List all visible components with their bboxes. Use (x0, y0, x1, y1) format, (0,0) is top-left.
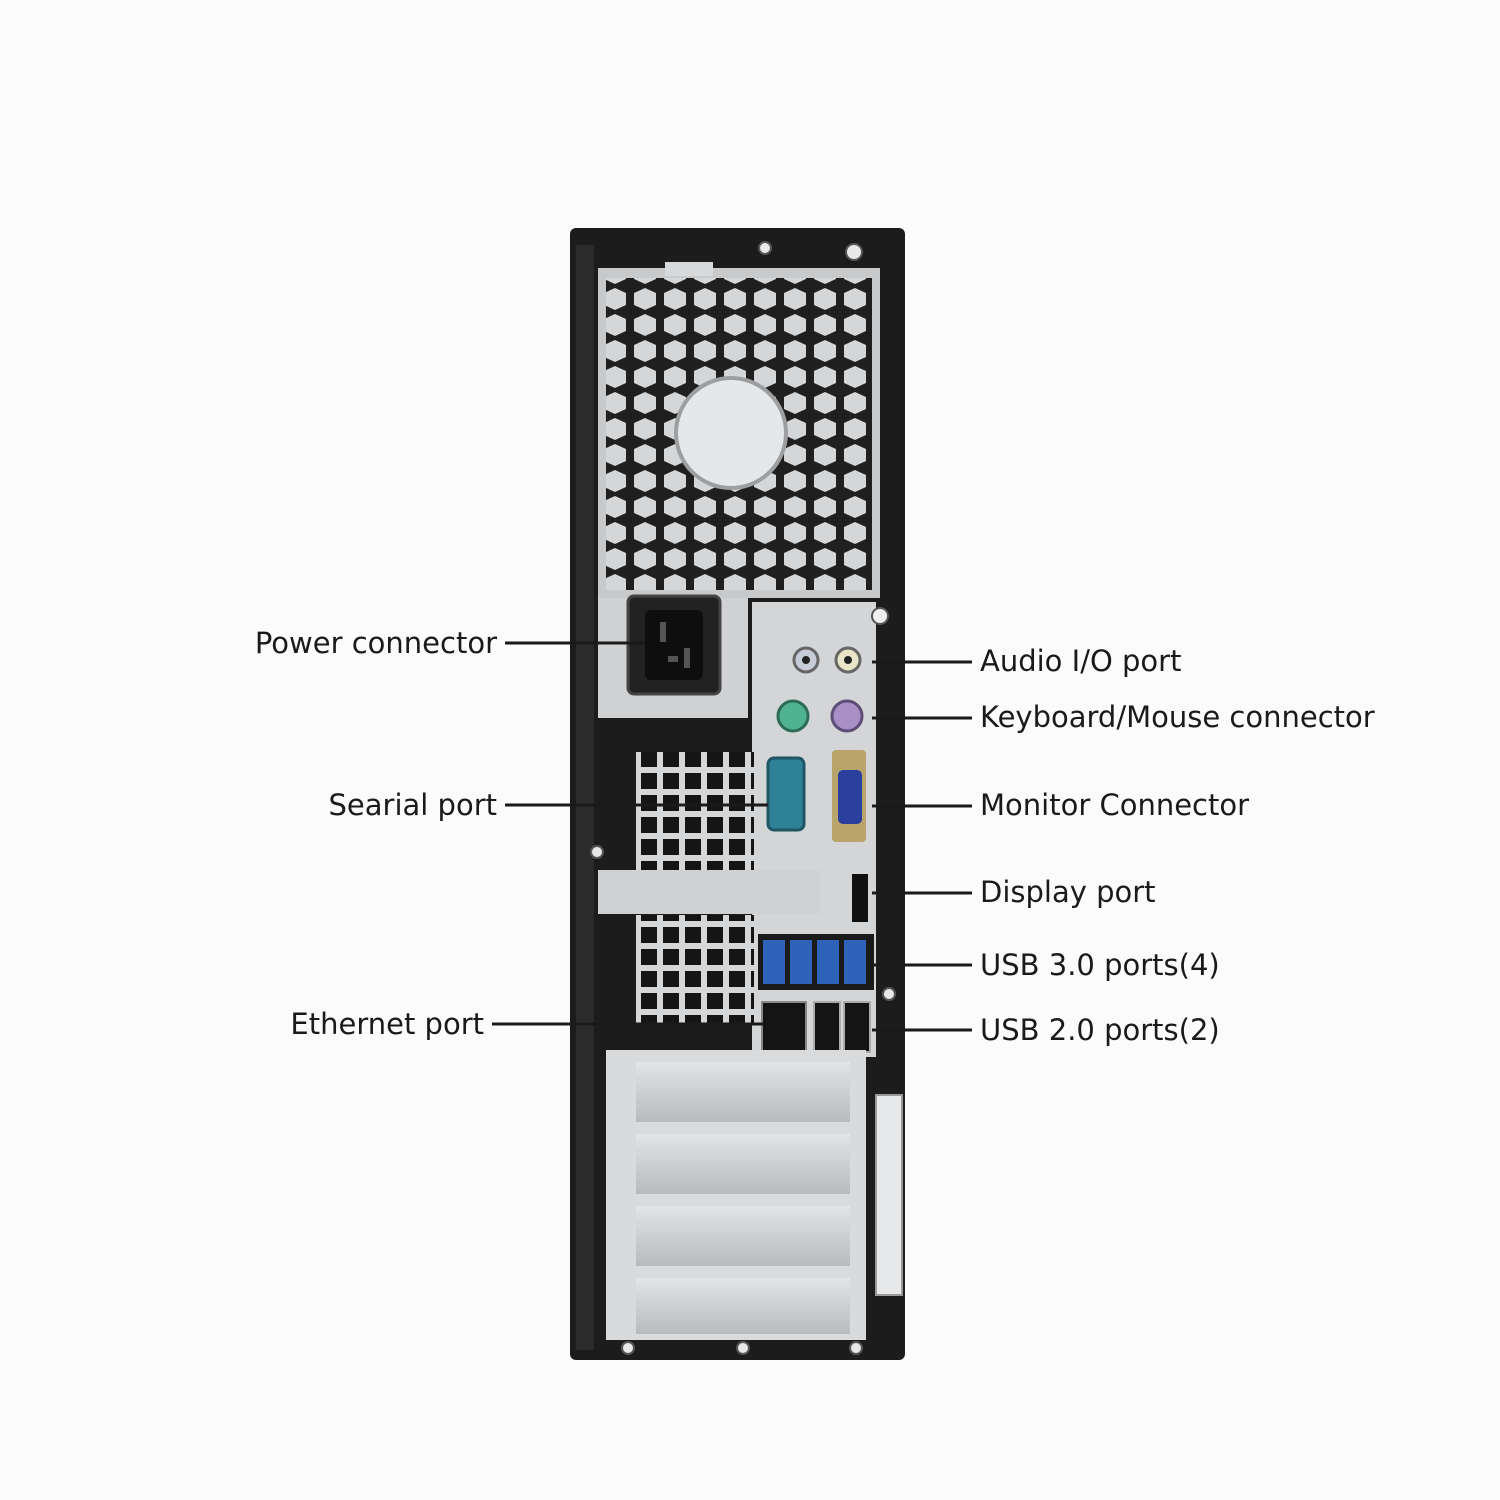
expansion-slot-cover (636, 1278, 850, 1334)
side-latch (875, 1094, 903, 1296)
ps2-mouse-port (830, 699, 864, 733)
power-connector-inner (645, 610, 703, 680)
label-keyboard-mouse: Keyboard/Mouse connector (980, 700, 1375, 734)
label-ethernet-port: Ethernet port (290, 1007, 484, 1041)
expansion-slots (606, 1050, 866, 1340)
case-screw (590, 845, 604, 859)
ps2-keyboard-port (776, 699, 810, 733)
label-audio-port: Audio I/O port (980, 644, 1181, 678)
usb3-port-group (758, 934, 874, 990)
label-monitor-connector: Monitor Connector (980, 788, 1249, 822)
label-usb2-ports: USB 2.0 ports(2) (980, 1013, 1220, 1047)
usb3-port (790, 940, 812, 984)
vent-grid-lower (636, 915, 754, 1025)
case-screw (736, 1341, 750, 1355)
label-usb3-ports: USB 3.0 ports(4) (980, 948, 1220, 982)
case-screw (849, 1341, 863, 1355)
computer-case-illustration (570, 228, 905, 1360)
case-screw (621, 1341, 635, 1355)
expansion-slot-cover (636, 1134, 850, 1194)
usb3-port (763, 940, 785, 984)
expansion-slot-cover (636, 1062, 850, 1122)
expansion-slot-cover (636, 1206, 850, 1266)
power-pin (660, 622, 666, 642)
usb2-port (813, 1001, 841, 1053)
power-pin (668, 656, 678, 662)
power-pin (684, 648, 690, 668)
case-edge-highlight (576, 245, 594, 1350)
fan-hub (674, 376, 788, 490)
ethernet-port (761, 1001, 807, 1053)
serial-port (766, 756, 806, 832)
label-serial-port: Searial port (329, 788, 498, 822)
psu-screw-top (845, 243, 863, 261)
usb2-port (843, 1001, 871, 1053)
psu-tab (665, 262, 713, 276)
leader-lines (492, 641, 972, 1032)
io-screw (871, 607, 889, 625)
label-display-port: Display port (980, 875, 1156, 909)
display-port (852, 874, 868, 922)
vga-port (838, 770, 862, 824)
usb3-port (817, 940, 839, 984)
case-screw (882, 987, 896, 1001)
labels: Power connector Searial port Ethernet po… (255, 626, 1375, 1047)
label-power-connector: Power connector (255, 626, 497, 660)
case-screw-top (758, 241, 772, 255)
vent-grid-upper (636, 752, 754, 870)
audio-ports (792, 646, 862, 674)
mid-bracket (598, 870, 820, 914)
usb3-port (844, 940, 866, 984)
